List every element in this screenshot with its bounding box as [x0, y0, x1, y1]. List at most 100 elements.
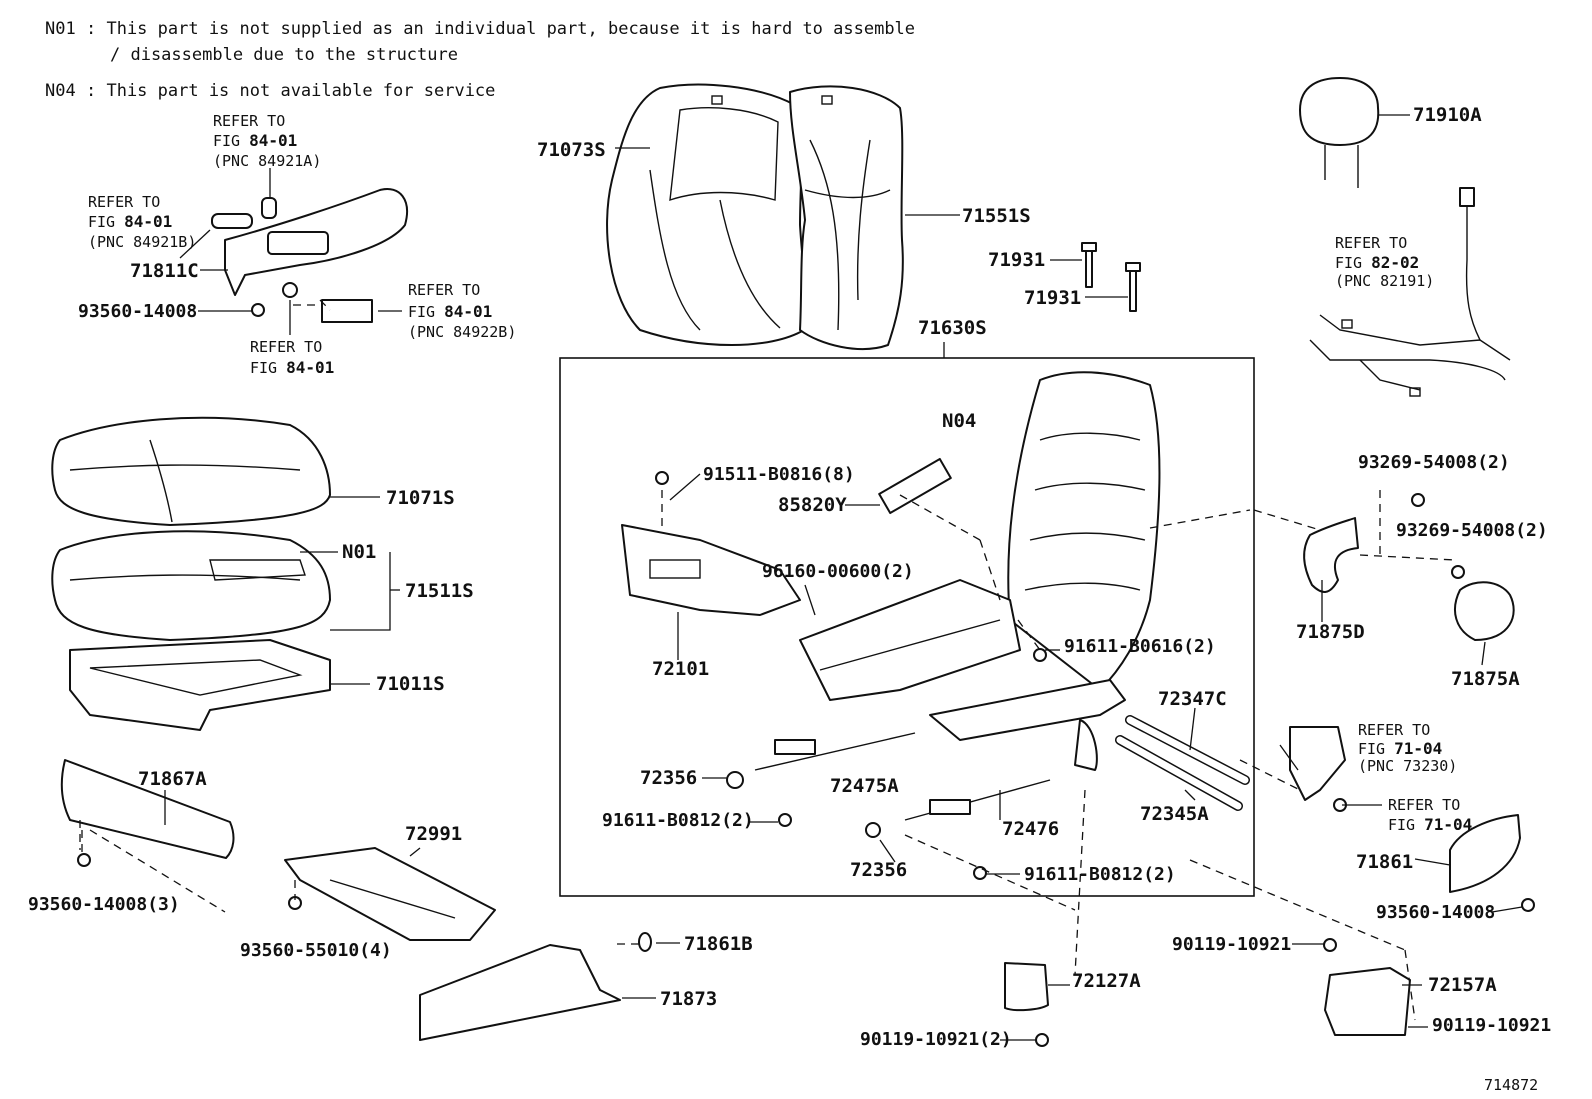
label-72475a: 72475A [830, 775, 899, 797]
svg-text:(PNC 73230): (PNC 73230) [1358, 757, 1457, 775]
screws [77, 282, 1535, 1047]
label-71875d: 71875D [1296, 621, 1365, 643]
label-71073s: 71073S [537, 139, 606, 161]
label-72991: 72991 [405, 823, 462, 845]
figure-id: 714872 [1484, 1076, 1538, 1094]
label-93269-54008-2-top: 93269-54008(2) [1358, 452, 1510, 473]
label-71875a: 71875A [1451, 668, 1520, 690]
svg-text:REFER TO: REFER TO [250, 338, 322, 356]
label-71861: 71861 [1356, 851, 1413, 873]
part-labels: 71073S 71551S 71910A 71931 71931 71630S … [28, 104, 1551, 1094]
label-90119-10921-right: 90119-10921 [1432, 1015, 1551, 1036]
refer-to-84922b: REFER TO FIG 84-01 (PNC 84922B) [408, 281, 516, 341]
note-n01-code: N01 [45, 19, 76, 39]
svg-text:FIG 84-01: FIG 84-01 [250, 358, 334, 377]
note-n01-line1: : This part is not supplied as an indivi… [86, 19, 915, 39]
refer-to-notes: REFER TO FIG 84-01 (PNC 84921A) REFER TO… [88, 112, 1472, 834]
cover-72127a [1004, 962, 1049, 1012]
label-72127a: 72127A [1072, 970, 1141, 992]
svg-text:REFER TO: REFER TO [213, 112, 285, 130]
lower-left-parts [60, 759, 652, 1041]
label-71910a: 71910A [1413, 104, 1482, 126]
refer-to-84-01-bolt: REFER TO FIG 84-01 [250, 338, 334, 377]
svg-text:FIG 84-01: FIG 84-01 [88, 212, 172, 231]
seat-side-shield [211, 188, 408, 323]
label-n01: N01 [342, 541, 376, 563]
label-71551s: 71551S [962, 205, 1031, 227]
seatbelt-buckle [1289, 726, 1346, 801]
label-72356-bottom: 72356 [850, 859, 907, 881]
svg-text:(PNC 82191): (PNC 82191) [1335, 272, 1434, 290]
cover-72157a [1324, 967, 1411, 1036]
refer-to-84921a: REFER TO FIG 84-01 (PNC 84921A) [213, 112, 321, 170]
svg-text:(PNC 84921A): (PNC 84921A) [213, 152, 321, 170]
label-72476: 72476 [1002, 818, 1059, 840]
label-85820y: 85820Y [778, 494, 847, 516]
refer-to-73230: REFER TO FIG 71-04 (PNC 73230) [1358, 721, 1457, 775]
wire-harness [1309, 187, 1511, 397]
svg-text:REFER TO: REFER TO [408, 281, 480, 299]
cover-71875d [1303, 517, 1359, 593]
label-90119-10921-top: 90119-10921 [1172, 934, 1291, 955]
label-72157a: 72157A [1428, 974, 1497, 996]
note-n04-line: : This part is not available for service [86, 81, 495, 101]
label-72347c: 72347C [1158, 688, 1227, 710]
label-93560-55010-4: 93560-55010(4) [240, 940, 392, 961]
cover-71875a [1454, 581, 1515, 641]
svg-text:REFER TO: REFER TO [1358, 721, 1430, 739]
label-72345a: 72345A [1140, 803, 1209, 825]
seat-cushion-cover [51, 416, 331, 526]
label-93560-14008-top: 93560-14008 [78, 301, 197, 322]
label-91511-b0816-8: 91511-B0816(8) [703, 464, 855, 485]
label-71811c: 71811C [130, 260, 199, 282]
label-91611-b0812-2-left: 91611-B0812(2) [602, 810, 754, 831]
cover-71867a [60, 759, 235, 859]
seat-cushion-frame [69, 639, 331, 731]
label-91611-b0616-2: 91611-B0616(2) [1064, 636, 1216, 657]
seat-back-cover [606, 83, 807, 346]
bracket-72991 [284, 847, 496, 941]
label-71873: 71873 [660, 988, 717, 1010]
svg-text:FIG 82-02: FIG 82-02 [1335, 253, 1419, 272]
label-71931-bottom: 71931 [1024, 287, 1081, 309]
label-71071s: 71071S [386, 487, 455, 509]
seat-frame-assembly [621, 371, 1250, 821]
svg-text:(PNC 84922B): (PNC 84922B) [408, 323, 516, 341]
label-71867a: 71867A [138, 768, 207, 790]
seat-cushion-pad [51, 530, 331, 641]
label-96160-00600-2: 96160-00600(2) [762, 561, 914, 582]
label-91611-b0812-2-right: 91611-B0812(2) [1024, 864, 1176, 885]
svg-text:FIG 71-04: FIG 71-04 [1358, 739, 1442, 758]
note-n01-line2: / disassemble due to the structure [110, 45, 458, 65]
seat-back-pad [789, 85, 904, 351]
refer-to-82191: REFER TO FIG 82-02 (PNC 82191) [1335, 234, 1434, 290]
label-72356-top: 72356 [640, 767, 697, 789]
label-71011s: 71011S [376, 673, 445, 695]
label-90119-10921-2: 90119-10921(2) [860, 1029, 1012, 1050]
label-71861b: 71861B [684, 933, 753, 955]
label-71931-top: 71931 [988, 249, 1045, 271]
label-93560-14008-right: 93560-14008 [1376, 902, 1495, 923]
label-n04: N04 [942, 410, 976, 432]
leader-lines [81, 114, 1523, 1041]
svg-text:REFER TO: REFER TO [1388, 796, 1460, 814]
right-side-parts [1004, 517, 1521, 1036]
refer-to-71-04-bolt: REFER TO FIG 71-04 [1388, 796, 1472, 834]
svg-text:FIG 71-04: FIG 71-04 [1388, 815, 1472, 834]
svg-text:FIG 84-01: FIG 84-01 [213, 131, 297, 150]
adjuster-frame-box [559, 357, 1255, 897]
cover-71873 [419, 944, 621, 1041]
headrest [1299, 77, 1380, 188]
label-71511s: 71511S [405, 580, 474, 602]
svg-text:REFER TO: REFER TO [1335, 234, 1407, 252]
refer-to-84921b: REFER TO FIG 84-01 (PNC 84921B) [88, 193, 196, 251]
cover-71861 [1449, 814, 1521, 893]
note-n04-code: N04 [45, 81, 76, 101]
label-93560-14008-3: 93560-14008(3) [28, 894, 180, 915]
svg-text:FIG 84-01: FIG 84-01 [408, 302, 492, 321]
label-71630s: 71630S [918, 317, 987, 339]
svg-text:REFER TO: REFER TO [88, 193, 160, 211]
label-93269-54008-2-bottom: 93269-54008(2) [1396, 520, 1548, 541]
label-72101: 72101 [652, 658, 709, 680]
